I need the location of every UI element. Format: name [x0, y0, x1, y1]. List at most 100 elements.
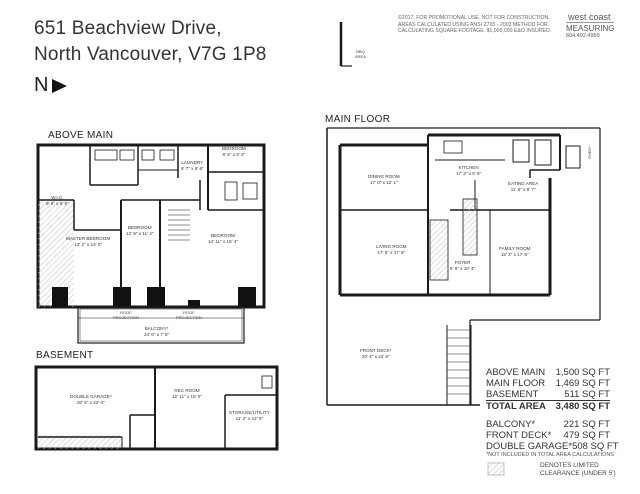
room-name: MASTER BEDROOM: [66, 236, 111, 241]
room-dim: 9' 6" x 5' 9": [46, 200, 69, 206]
room-name: BEDROOM: [211, 233, 235, 238]
room-balcony: BALCONY* 24' 6" x 7' 8": [144, 326, 169, 337]
area-row: BALCONY* 221 SQ FT: [486, 419, 610, 430]
room-dim: 8' 6" x 9' 3": [222, 151, 246, 157]
room-front-deck: FRONT DECK* 20' 4" x 23' 6": [360, 348, 392, 359]
room-dim: 12' 11" x 15' 0": [172, 393, 202, 399]
area-label: TOTAL AREA: [486, 401, 546, 412]
disclaimer: ©2017. FOR PROMOTIONAL USE. NOT FOR CONS…: [398, 15, 566, 35]
area-table: ABOVE MAIN 1,500 SQ FT MAIN FLOOR 1,469 …: [486, 367, 619, 458]
room-name: FRONT DECK*: [360, 348, 392, 353]
area-value: 511 SQ FT: [564, 389, 610, 400]
room-name: ROOF: [120, 310, 132, 315]
room-garage: DOUBLE GARAGE* 20' 6" x 22' 0": [70, 394, 112, 405]
room-name: BEDROOM: [222, 146, 246, 151]
area-note: *NOT INCLUDED IN TOTAL AREA CALCULATIONS: [486, 452, 614, 458]
room-dim: 15' 3" x 17' 8": [500, 251, 529, 257]
area-total-row: TOTAL AREA 3,480 SQ FT: [486, 400, 610, 412]
room-dim: 17' 5" x 17' 9": [377, 249, 406, 255]
area-row: FRONT DECK* 479 SQ FT: [486, 430, 610, 441]
logo-line1: west coast: [568, 12, 611, 22]
room-bedroom-top: BEDROOM 8' 6" x 9' 3": [222, 146, 246, 157]
area-row: ABOVE MAIN 1,500 SQ FT: [486, 367, 610, 378]
room-dim: 6' 9" x 10' 4": [450, 265, 476, 271]
room-name: BALCONY*: [144, 326, 169, 331]
disclaimer-line: ©2017. FOR PROMOTIONAL USE. NOT FOR CONS…: [398, 15, 550, 21]
section-above-main: ABOVE MAIN: [48, 130, 114, 141]
area-label: ABOVE MAIN: [486, 367, 546, 378]
bbq-area: [339, 22, 352, 67]
room-dim: 24' 6" x 7' 8": [144, 331, 170, 337]
room-dim: 17' 0" x 12' 1": [369, 179, 398, 185]
area-value: 3,480 SQ FT: [555, 401, 610, 412]
room-dim: 20' 6" x 22' 0": [76, 399, 105, 405]
room-shed: SHED*: [587, 146, 592, 159]
area-value: 1,469 SQ FT: [555, 378, 610, 389]
room-rec: REC ROOM 12' 11" x 15' 0": [172, 388, 202, 399]
room-dim: 11' 6" x 8' 7": [510, 186, 536, 192]
room-name: DOUBLE GARAGE*: [70, 394, 112, 399]
room-storage: STORAGE/UTILITY 11' 2" x 12' 0": [229, 410, 270, 421]
area-value: 221 SQ FT: [563, 419, 610, 430]
limited-clearance-swatch: [487, 462, 505, 476]
room-bedroom-right: BEDROOM 14' 11" x 15' 4": [208, 233, 238, 244]
north-label: N: [34, 74, 49, 96]
legend-line: CLEARANCE (UNDER 5'): [540, 470, 616, 477]
room-name: AREA: [355, 54, 366, 59]
main-floor-plan: [326, 127, 601, 406]
room-name: PROJECTION: [113, 315, 139, 320]
area-value: 1,500 SQ FT: [555, 367, 610, 378]
area-value: 479 SQ FT: [563, 430, 610, 441]
area-label: BASEMENT: [486, 389, 539, 400]
area-value: 508 SQ FT: [572, 441, 619, 452]
area-label: FRONT DECK*: [486, 430, 552, 441]
room-name: PROJECTION: [176, 315, 202, 320]
above-main-plan: [36, 143, 266, 344]
room-name: DINING ROOM: [368, 174, 400, 179]
room-dim: 12' 9" x 11' 4": [126, 230, 154, 236]
basement-plan: [34, 365, 279, 451]
disclaimer-line: CALCULATING SQUARE FOOTAGE. $1,000,000 E…: [398, 28, 552, 35]
area-row: DOUBLE GARAGE* 508 SQ FT: [486, 441, 619, 452]
room-master-bedroom: MASTER BEDROOM 13' 2" x 13' 0": [66, 236, 110, 247]
room-dining: DINING ROOM 17' 0" x 12' 1": [368, 174, 400, 185]
room-bedroom-mid: BEDROOM 12' 9" x 11' 4": [126, 225, 153, 236]
disclaimer-line: AREAS CALCULATED USING ANSI Z765 - 2003 …: [398, 21, 548, 28]
room-foyer: FOYER 6' 9" x 10' 4": [450, 260, 475, 271]
room-name: SHED*: [586, 146, 592, 159]
room-dim: 17' 3" x 9' 6": [456, 170, 482, 176]
room-name: BBQ: [356, 49, 365, 54]
room-dim: 20' 4" x 23' 6": [361, 353, 390, 359]
room-name: FAMILY ROOM: [499, 246, 531, 251]
address-line-2: North Vancouver, V7G 1P8: [34, 44, 267, 65]
room-eating-area: EATING AREA 11' 6" x 8' 7": [508, 181, 538, 192]
logo-phone: 604.492.4959: [566, 33, 600, 39]
room-dim: 11' 2" x 12' 0": [235, 415, 264, 421]
roof-projection-left: ROOF PROJECTION: [113, 310, 139, 320]
room-name: LIVING ROOM: [376, 244, 407, 249]
room-dim: 14' 11" x 15' 4": [208, 238, 238, 244]
address-line-1: 651 Beachview Drive,: [34, 18, 222, 39]
room-name: REC ROOM: [174, 388, 200, 393]
area-label: MAIN FLOOR: [486, 378, 546, 389]
room-living: LIVING ROOM 17' 5" x 17' 9": [376, 244, 407, 255]
roof-projection-right: ROOF PROJECTION: [176, 310, 202, 320]
room-dim: 6' 7" x 6' 8": [181, 165, 204, 171]
legend-line: DENOTES LIMITED: [540, 462, 599, 469]
area-label: BALCONY*: [486, 419, 536, 430]
room-family: FAMILY ROOM 15' 3" x 17' 8": [499, 246, 530, 257]
room-name: FOYER: [454, 260, 471, 265]
room-name: EATING AREA: [508, 181, 539, 186]
room-kitchen: KITCHEN 17' 3" x 9' 6": [456, 165, 481, 176]
legend: DENOTES LIMITED CLEARANCE (UNDER 5'): [540, 462, 616, 478]
room-name: KITCHEN: [458, 165, 479, 170]
area-row: BASEMENT 511 SQ FT: [486, 389, 610, 400]
room-bbq-area: BBQ AREA: [355, 49, 366, 59]
room-wic: W.I.C. 9' 6" x 5' 9": [46, 195, 69, 206]
room-laundry: LAUNDRY 6' 7" x 6' 8": [181, 160, 204, 171]
section-main-floor: MAIN FLOOR: [325, 114, 391, 125]
room-name: ROOF: [183, 310, 195, 315]
room-name: STORAGE/UTILITY: [229, 410, 270, 415]
area-label: DOUBLE GARAGE*: [486, 441, 573, 452]
